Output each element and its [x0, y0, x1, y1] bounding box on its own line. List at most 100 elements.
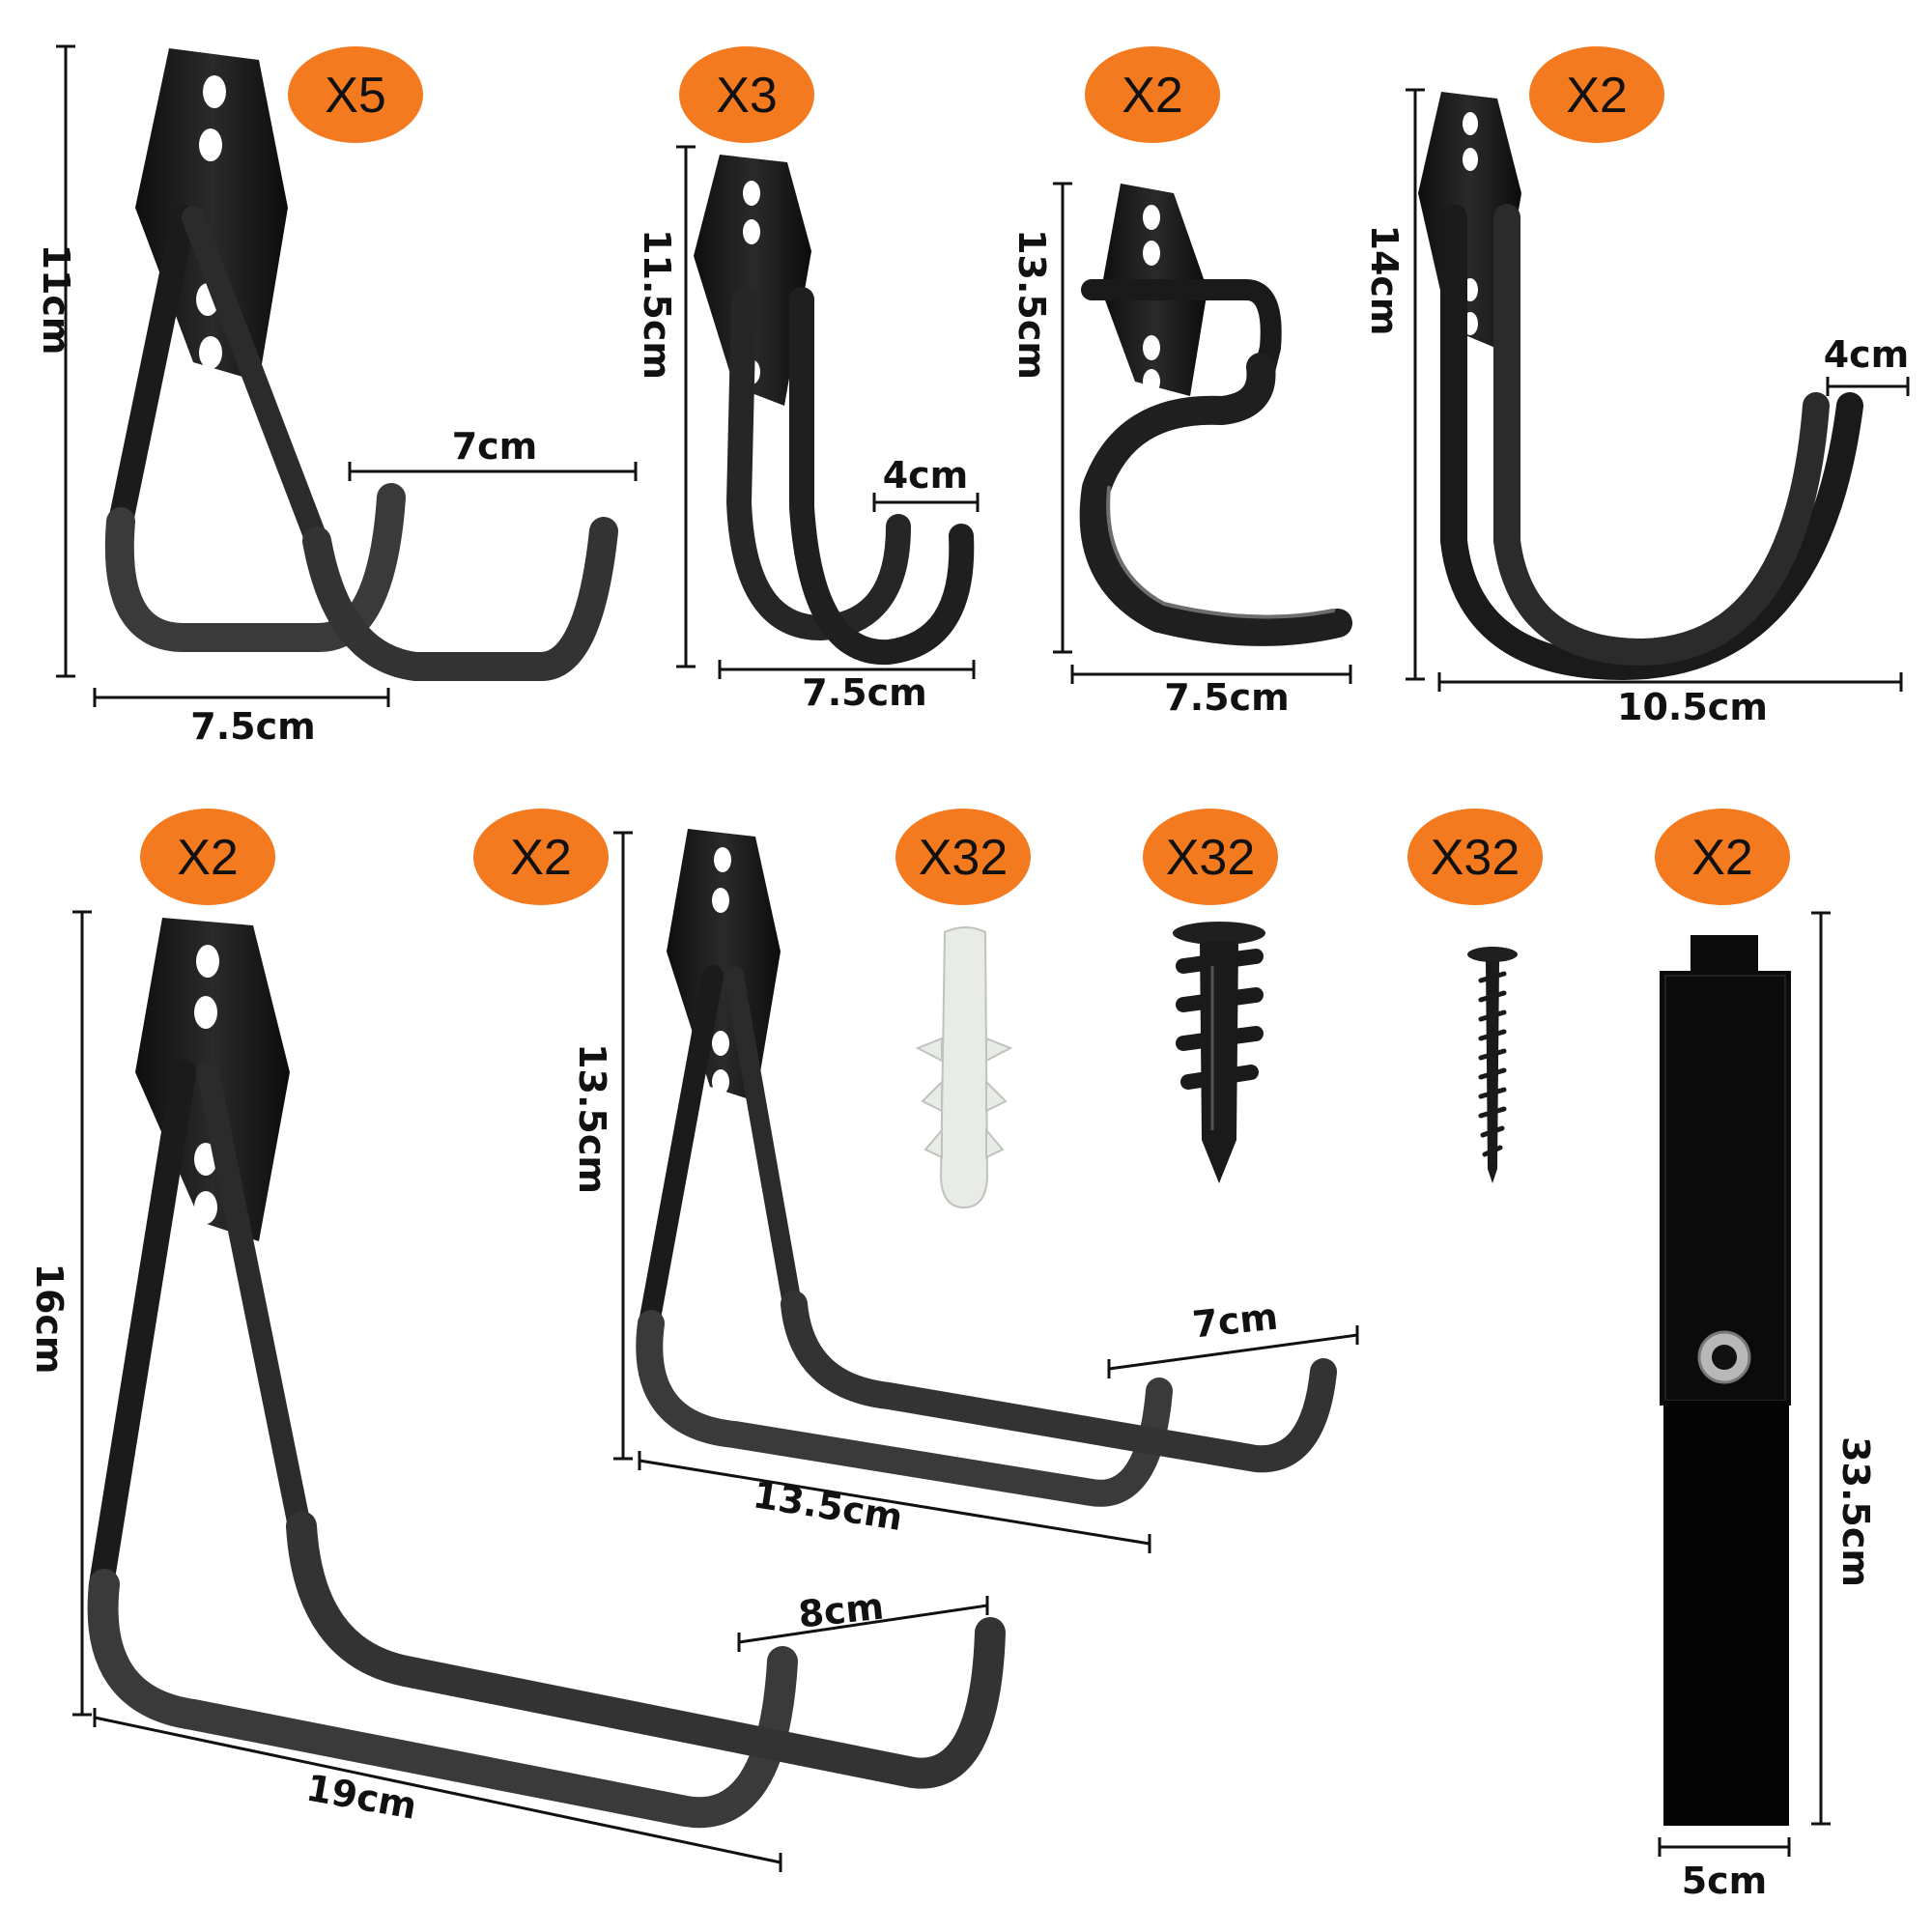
quantity-badge-7: X32	[895, 809, 1031, 905]
screw-icon	[1467, 947, 1518, 1183]
dimension-label: 13.5cm	[751, 1473, 906, 1539]
hook-arm	[789, 287, 975, 666]
screw-hole	[199, 336, 222, 369]
badge-shape	[1529, 46, 1664, 143]
mounting-plate	[694, 155, 811, 406]
dimension-height-2: 11.5cm	[636, 145, 696, 668]
dimension-label: 13.5cm	[571, 1043, 613, 1194]
dimension-depth-6: 7cm	[1107, 1295, 1359, 1378]
badge-shape	[1143, 809, 1278, 905]
dimension-width-2: 7.5cm	[718, 660, 976, 714]
badge-shape	[288, 46, 423, 143]
dimension-height-4: 14cm	[1363, 88, 1425, 681]
quantity-badge-9: X32	[1407, 809, 1543, 905]
dimension-label: 7.5cm	[1164, 676, 1289, 719]
screw-hole	[196, 945, 219, 978]
quantity-badge-5: X2	[140, 809, 275, 905]
s-hook-body	[1079, 353, 1352, 646]
anchor-thread	[1176, 949, 1264, 1090]
storage-strap-icon	[1660, 935, 1791, 1826]
quantity-label: X2	[1566, 68, 1628, 124]
badge-shape	[140, 809, 275, 905]
s-hook-highlight	[1106, 486, 1335, 619]
screw-hole	[1143, 205, 1160, 230]
dimension-width-1: 7.5cm	[93, 688, 390, 748]
dimension-label: 14cm	[1363, 224, 1406, 335]
dimension-width-10: 5cm	[1658, 1837, 1791, 1902]
quantity-label: X2	[1691, 830, 1753, 886]
quantity-badge-4: X2	[1529, 46, 1664, 143]
anchor-head	[1173, 922, 1265, 945]
screw-hole	[1143, 241, 1160, 266]
hook-arm	[1493, 204, 1830, 666]
grommet-hole	[1712, 1345, 1737, 1370]
drywall-anchor-icon	[1173, 922, 1265, 1183]
screw-hole	[743, 219, 760, 244]
screw-hole	[1463, 112, 1478, 135]
screw-hole	[714, 847, 731, 872]
screw-hole	[199, 128, 222, 161]
wall-anchor-icon	[915, 926, 1013, 1209]
anchor-fin	[915, 1037, 943, 1063]
swivel-hook-icon	[1079, 184, 1352, 646]
screw-hole	[1143, 369, 1160, 394]
badge-shape	[895, 809, 1031, 905]
hook-coating	[302, 517, 618, 681]
quantity-badge-10: X2	[1655, 809, 1790, 905]
screw-hole	[712, 1031, 729, 1056]
quantity-label: X32	[919, 830, 1009, 886]
utility-hook-large-icon	[636, 829, 1337, 1507]
badge-shape	[1655, 809, 1790, 905]
dimension-label: 7.5cm	[190, 705, 315, 748]
dimension-depth-4: 4cm	[1824, 333, 1910, 396]
anchor-shank	[1200, 942, 1238, 1183]
dimension-label: 4cm	[883, 454, 969, 497]
large-j-hook-icon	[1418, 92, 1863, 680]
double-j-hook-icon	[694, 155, 975, 666]
screw-hole	[194, 996, 217, 1029]
badge-shape	[1085, 46, 1220, 143]
hook-coating	[286, 1511, 1006, 1789]
dimension-width-3: 7.5cm	[1070, 665, 1352, 719]
dimension-height-6: 13.5cm	[571, 831, 633, 1461]
strap-loop	[1663, 1401, 1789, 1826]
dimension-label: 33.5cm	[1834, 1436, 1877, 1587]
dimension-label: 10.5cm	[1617, 686, 1768, 728]
screw-hole	[712, 888, 729, 913]
dimension-label: 7.5cm	[802, 671, 926, 714]
badge-shape	[1407, 809, 1543, 905]
dimension-height-10: 33.5cm	[1811, 911, 1877, 1826]
dimension-label: 11cm	[35, 243, 77, 355]
dimension-height-3: 13.5cm	[1010, 182, 1072, 654]
quantity-label: X32	[1431, 830, 1520, 886]
quantity-badge-6: X2	[473, 809, 609, 905]
quantity-label: X32	[1166, 830, 1256, 886]
hook-coating	[781, 1291, 1337, 1473]
dimension-label: 4cm	[1824, 333, 1910, 376]
screw-thread	[1478, 971, 1507, 1157]
screw-hole	[194, 1143, 217, 1176]
dimension-label: 13.5cm	[1010, 229, 1053, 380]
anchor-ribs	[921, 1079, 943, 1159]
badge-shape	[473, 809, 609, 905]
dimension-height-5: 16cm	[28, 910, 92, 1717]
screw-hole	[1463, 148, 1478, 171]
quantity-badge-8: X32	[1143, 809, 1278, 905]
screw-head	[1467, 947, 1518, 962]
dimension-label: 7cm	[452, 425, 538, 468]
dimension-label: 11.5cm	[636, 229, 678, 380]
dimension-label: 16cm	[28, 1263, 71, 1374]
dimension-label: 19cm	[303, 1767, 420, 1828]
dimension-depth-5: 8cm	[737, 1585, 989, 1652]
badge-shape	[679, 46, 814, 143]
dimension-label: 5cm	[1682, 1860, 1768, 1902]
anchor-ribs	[985, 1079, 1008, 1159]
quantity-label: X3	[716, 68, 778, 124]
dimension-width-4: 10.5cm	[1437, 672, 1903, 728]
quantity-badge-1: X5	[288, 46, 423, 143]
quantity-label: X2	[177, 830, 239, 886]
anchor-body	[939, 926, 989, 1209]
quantity-label: X2	[510, 830, 572, 886]
hook-coating	[87, 1569, 798, 1829]
dimension-height-1: 11cm	[35, 44, 77, 678]
